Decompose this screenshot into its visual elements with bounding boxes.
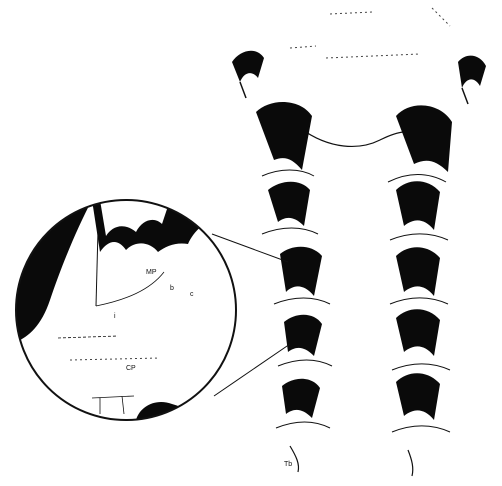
label-c: c	[190, 291, 194, 298]
left-segment-1	[256, 102, 312, 170]
right-segment-3	[396, 247, 440, 296]
left-segment-3	[280, 247, 322, 296]
right-segment-1	[396, 105, 452, 172]
right-segment-5	[396, 373, 440, 420]
top-left-small-cartilage	[232, 51, 264, 98]
right-segment-2	[396, 181, 440, 230]
right-segment-4	[396, 309, 440, 356]
label-b: b	[170, 285, 174, 292]
top-right-small-cartilage	[458, 56, 486, 104]
left-segment-4	[284, 315, 322, 356]
label-cp: CP	[126, 365, 136, 372]
right-column	[388, 105, 452, 476]
label-tb: Tb	[284, 461, 292, 468]
magnified-inset	[10, 198, 240, 424]
label-mp: MP	[146, 269, 157, 276]
top-dotted-marks	[290, 8, 450, 58]
left-column	[256, 102, 332, 472]
left-segment-2	[268, 182, 310, 226]
left-segment-5	[282, 379, 320, 418]
